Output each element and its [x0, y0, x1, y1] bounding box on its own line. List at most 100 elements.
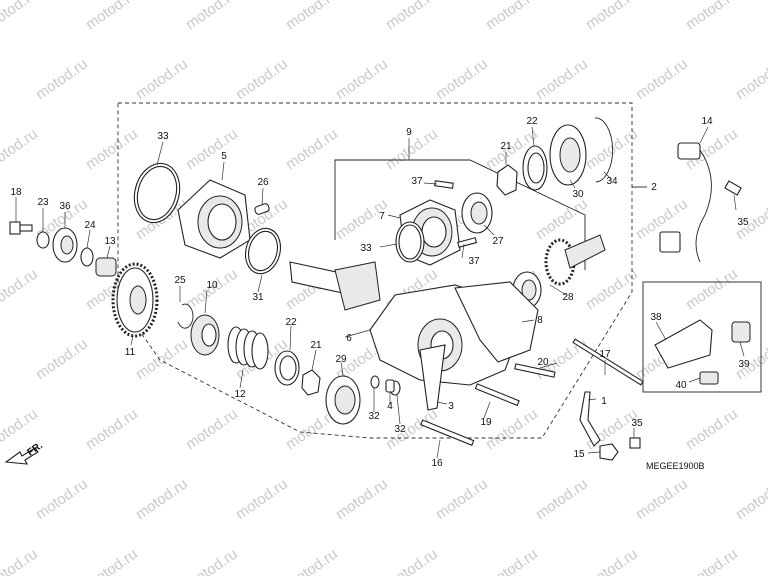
- callout-27: 27: [492, 236, 504, 247]
- bracket-icon: [654, 319, 713, 369]
- watermark-text: motod.ru: [483, 405, 541, 453]
- callout-14: 14: [701, 116, 713, 127]
- diagram-code: MEGEE1900B: [646, 461, 705, 471]
- lever-icon: [419, 344, 446, 411]
- callout-40: 40: [675, 380, 687, 391]
- o-ring-icon: [136, 165, 178, 221]
- callout-18: 18: [10, 187, 22, 198]
- watermark-text: motod.ru: [183, 545, 241, 576]
- circlip-icon: [177, 303, 194, 329]
- bolt-icon: [514, 363, 556, 378]
- circlip-icon: [594, 117, 614, 183]
- callout-32b: 32: [394, 424, 406, 435]
- watermark-text: motod.ru: [683, 405, 741, 453]
- callout-labels: 1 2 3 4 5 6 7 8 9 10 11 12 13 14 15 16 1…: [10, 116, 750, 469]
- callout-24: 24: [84, 220, 96, 231]
- callout-5: 5: [221, 151, 227, 162]
- bolt-icon: [434, 180, 454, 189]
- watermark-text: motod.ru: [633, 475, 691, 523]
- nut-icon: [599, 443, 619, 461]
- nut-icon: [301, 369, 321, 396]
- callout-9: 9: [406, 127, 412, 138]
- bearing-icon: [325, 375, 361, 425]
- watermark-text: motod.ru: [83, 545, 141, 576]
- callout-37b: 37: [468, 256, 480, 267]
- callout-39: 39: [738, 359, 750, 370]
- callout-33a: 33: [157, 131, 169, 142]
- subassembly-bracket-9: [334, 159, 586, 270]
- inset-box: [642, 281, 762, 393]
- bolt-icon: [420, 419, 475, 446]
- watermark-text: motod.ru: [283, 0, 341, 33]
- watermark-text: motod.ru: [0, 265, 41, 313]
- front-arrow-icon: [4, 447, 39, 465]
- watermark-text: motod.ru: [683, 545, 741, 576]
- pinion-shaft-icon: [289, 261, 381, 311]
- washer-icon: [370, 375, 380, 389]
- callout-6: 6: [346, 333, 352, 344]
- callout-37a: 37: [411, 176, 423, 187]
- leader-lines: [15, 126, 745, 459]
- watermark-text: motod.ru: [133, 475, 191, 523]
- watermark-text: motod.ru: [733, 55, 768, 103]
- watermark-text: motod.ru: [433, 475, 491, 523]
- bolt-icon: [572, 338, 644, 386]
- bearing-icon: [52, 227, 78, 263]
- callout-4: 4: [387, 401, 393, 412]
- bolt-icon: [9, 221, 33, 235]
- dowel-pin-icon: [385, 379, 395, 393]
- watermark-text: motod.ru: [0, 0, 41, 33]
- callout-17: 17: [599, 349, 611, 360]
- callout-34: 34: [606, 176, 618, 187]
- watermark-text: motod.ru: [0, 125, 41, 173]
- collar-icon: [190, 314, 220, 356]
- watermark-text: motod.ru: [333, 55, 391, 103]
- watermark-text: motod.ru: [33, 335, 91, 383]
- callout-25: 25: [174, 275, 186, 286]
- watermark-text: motod.ru: [133, 55, 191, 103]
- callout-3: 3: [448, 401, 454, 412]
- callout-22b: 22: [285, 317, 297, 328]
- watermark-text: motod.ru: [683, 0, 741, 33]
- o-ring-icon: [247, 230, 279, 272]
- washer-icon: [80, 247, 94, 267]
- clip-icon: [699, 371, 719, 385]
- bracket-icon: [579, 391, 601, 447]
- callout-26: 26: [257, 177, 269, 188]
- callout-21a: 21: [500, 141, 512, 152]
- dowel-pin-icon: [254, 203, 270, 215]
- watermark-text: motod.ru: [633, 55, 691, 103]
- watermark-text: motod.ru: [483, 545, 541, 576]
- callout-11: 11: [125, 347, 136, 358]
- gear-icon: [111, 262, 159, 338]
- callout-31: 31: [252, 292, 264, 303]
- watermark-text: motod.ru: [0, 545, 41, 576]
- callout-22a: 22: [526, 116, 538, 127]
- watermark-text: motod.ru: [83, 125, 141, 173]
- callout-16: 16: [431, 458, 443, 469]
- callout-7: 7: [379, 211, 385, 222]
- watermark-text: motod.ru: [733, 475, 768, 523]
- sensor-icon: [659, 142, 712, 263]
- washer-icon: [36, 231, 50, 249]
- watermark-text: motod.ru: [433, 55, 491, 103]
- callout-35a: 35: [737, 217, 749, 228]
- watermark-text: motod.ru: [533, 55, 591, 103]
- callout-8: 8: [537, 315, 543, 326]
- watermark-text: motod.ru: [233, 475, 291, 523]
- watermark-text: motod.ru: [233, 55, 291, 103]
- watermark-text: motod.ru: [383, 0, 441, 33]
- ring-icon: [527, 152, 545, 184]
- callout-35b: 35: [631, 418, 643, 429]
- nut-icon: [496, 164, 518, 196]
- callout-33b: 33: [360, 243, 372, 254]
- watermark-text: motod.ru: [183, 125, 241, 173]
- case-cover-icon: [454, 281, 539, 363]
- watermark-text: motod.ru: [683, 265, 741, 313]
- watermark-text: motod.ru: [583, 0, 641, 33]
- callout-36: 36: [59, 201, 71, 212]
- watermark-text: motod.ru: [283, 545, 341, 576]
- callout-28: 28: [562, 292, 574, 303]
- ring-gear-icon: [544, 234, 606, 286]
- watermark-text: motod.ru: [533, 475, 591, 523]
